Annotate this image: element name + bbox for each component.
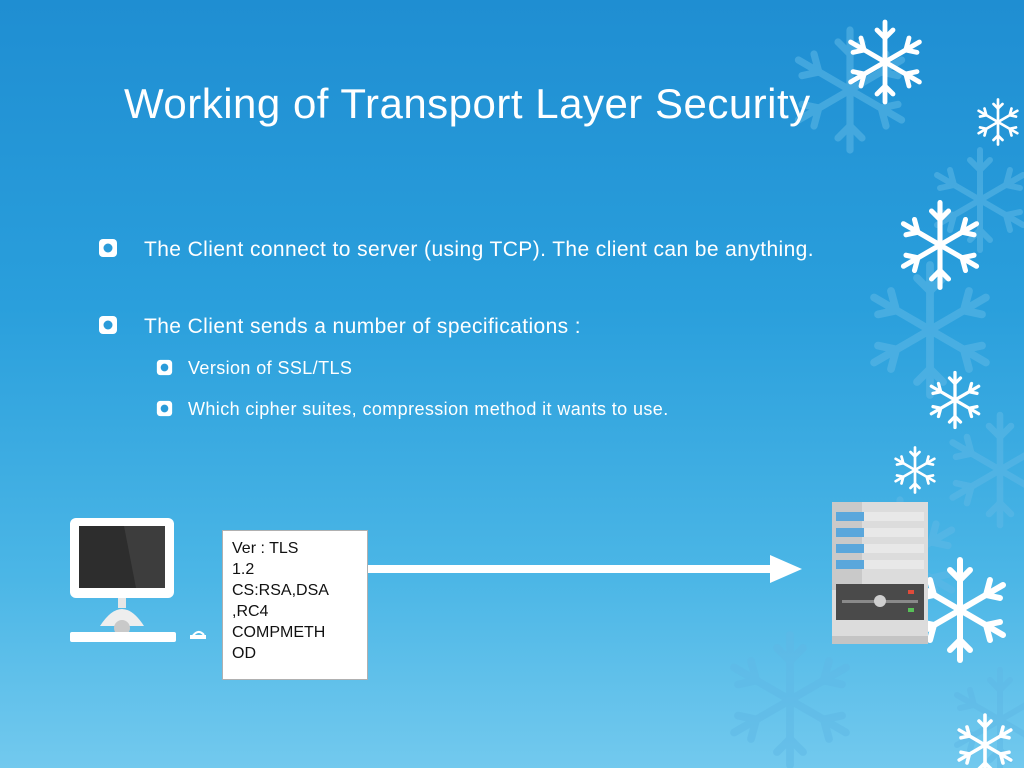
- server-icon: [832, 502, 928, 644]
- message-line: 1.2: [232, 561, 255, 578]
- client-hello-message: Ver : TLS 1.2 CS:RSA,DSA ,RC4 COMPMETH O…: [222, 530, 368, 680]
- bullet-item: The Client sends a number of specificati…: [144, 315, 582, 338]
- snowflake-icon: [953, 415, 1024, 525]
- bullet-icon: [99, 316, 117, 334]
- bullet-icon: [99, 239, 117, 257]
- bullet-icon: [156, 400, 173, 417]
- snowflake-icon: [937, 150, 1023, 250]
- message-line: OD: [232, 645, 256, 662]
- message-line: Ver : TLS: [232, 540, 299, 557]
- snowflake-icon: [894, 446, 936, 494]
- snowflake-icon: [903, 203, 976, 288]
- message-line: ,RC4: [232, 603, 269, 620]
- snowflake-icon: [734, 635, 846, 765]
- sub-bullet-item: Which cipher suites, compression method …: [188, 399, 669, 419]
- bullet-item: The Client connect to server (using TCP)…: [144, 238, 814, 261]
- snowflake-icon: [977, 98, 1019, 146]
- arrow-icon: [368, 555, 802, 583]
- computer-icon: [70, 518, 206, 642]
- message-line: CS:RSA,DSA: [232, 582, 329, 599]
- bullet-icon: [156, 359, 173, 376]
- message-line: COMPMETH: [232, 624, 326, 641]
- slide-title: Working of Transport Layer Security: [124, 80, 811, 127]
- snowflake-icon: [874, 265, 986, 395]
- snowflake-icon: [851, 22, 920, 102]
- sub-bullet-item: Version of SSL/TLS: [188, 358, 353, 378]
